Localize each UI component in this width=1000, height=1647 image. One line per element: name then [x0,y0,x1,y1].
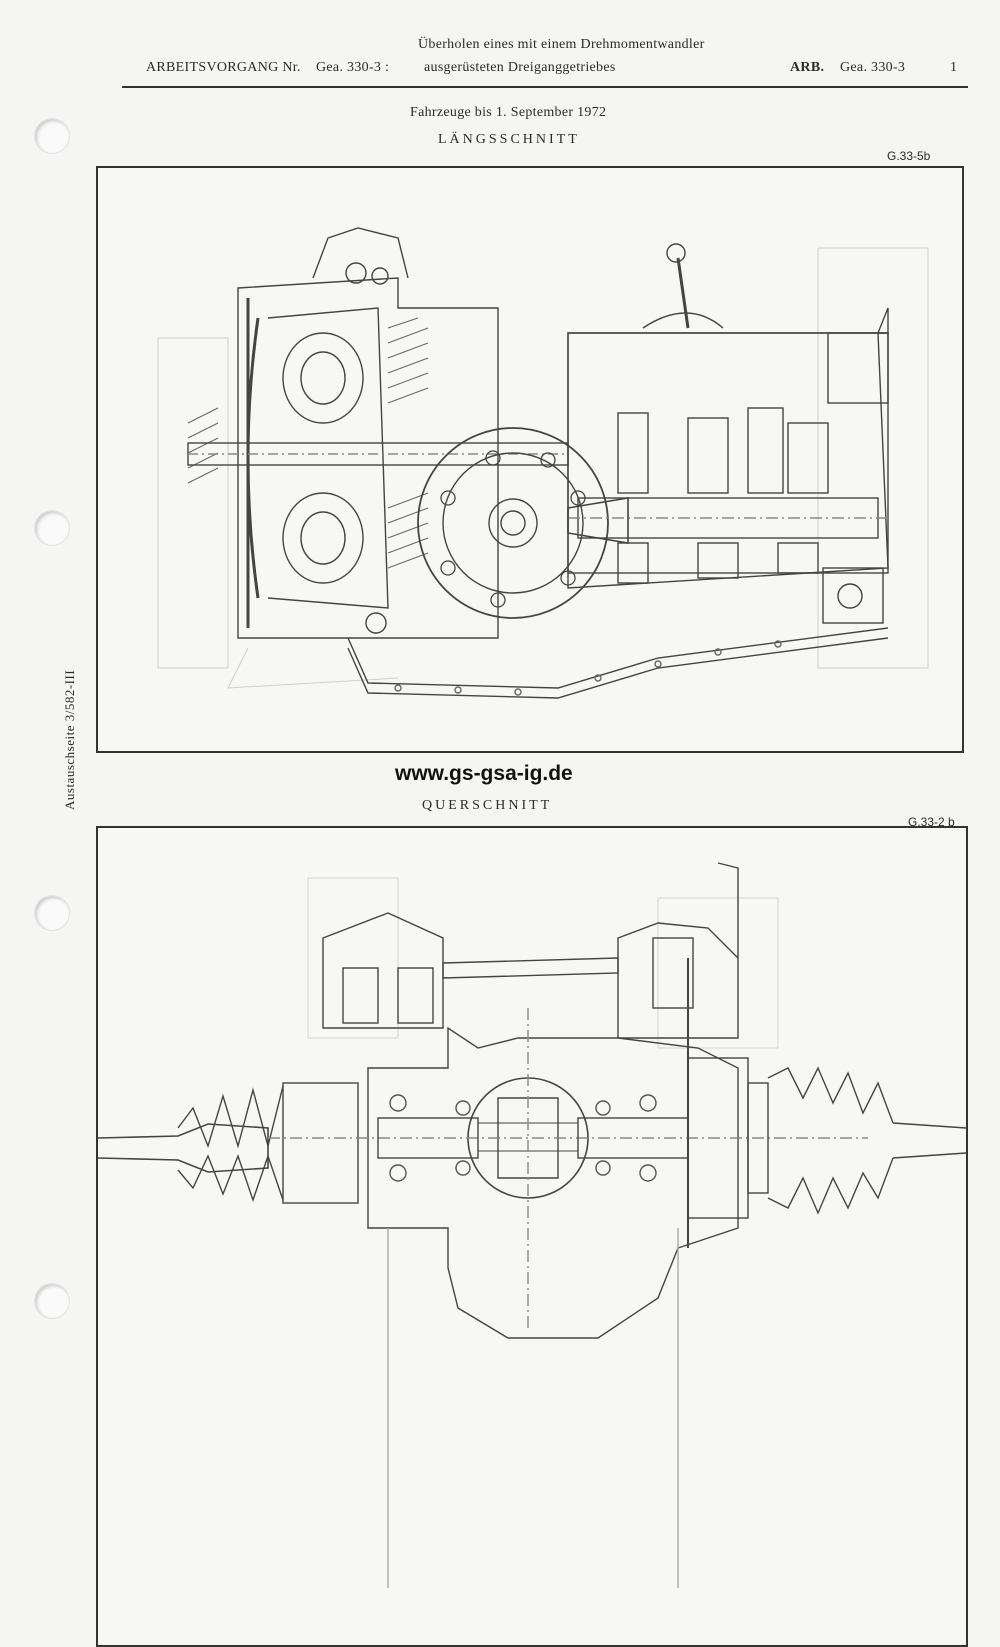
side-note: Austauschseite 3/582-III [62,669,77,810]
header-title-line1: Überholen eines mit einem Drehmomentwand… [418,37,705,52]
header-label: ARBEITSVORGANG Nr. [146,60,301,75]
section2-title: QUERSCHNITT [422,798,553,813]
website-watermark[interactable]: www.gs-gsa-ig.de [395,762,573,785]
cross-section-frame [96,826,968,1647]
cross-section-drawing [98,862,966,1588]
longitudinal-section-drawing [157,227,929,699]
header-code: Gea. 330-3 : [316,60,390,75]
section1-title: LÄNGSSCHNITT [438,132,580,147]
header-rule [122,86,968,88]
section1-ref: G.33-5b [887,149,931,163]
punch-hole-4 [34,1283,70,1319]
punch-hole-3 [34,895,70,931]
header-arb-label: ARB. [790,60,825,75]
section2-ref: G.33-2 b [908,815,955,829]
page-number: 1 [950,60,958,75]
punch-hole-1 [34,118,70,154]
longitudinal-section-frame [96,166,964,753]
header-title-line2: ausgerüsteten Dreiganggetriebes [424,60,616,75]
punch-hole-2 [34,510,70,546]
header-arb-code: Gea. 330-3 [840,60,906,75]
subtitle: Fahrzeuge bis 1. September 1972 [410,105,607,120]
